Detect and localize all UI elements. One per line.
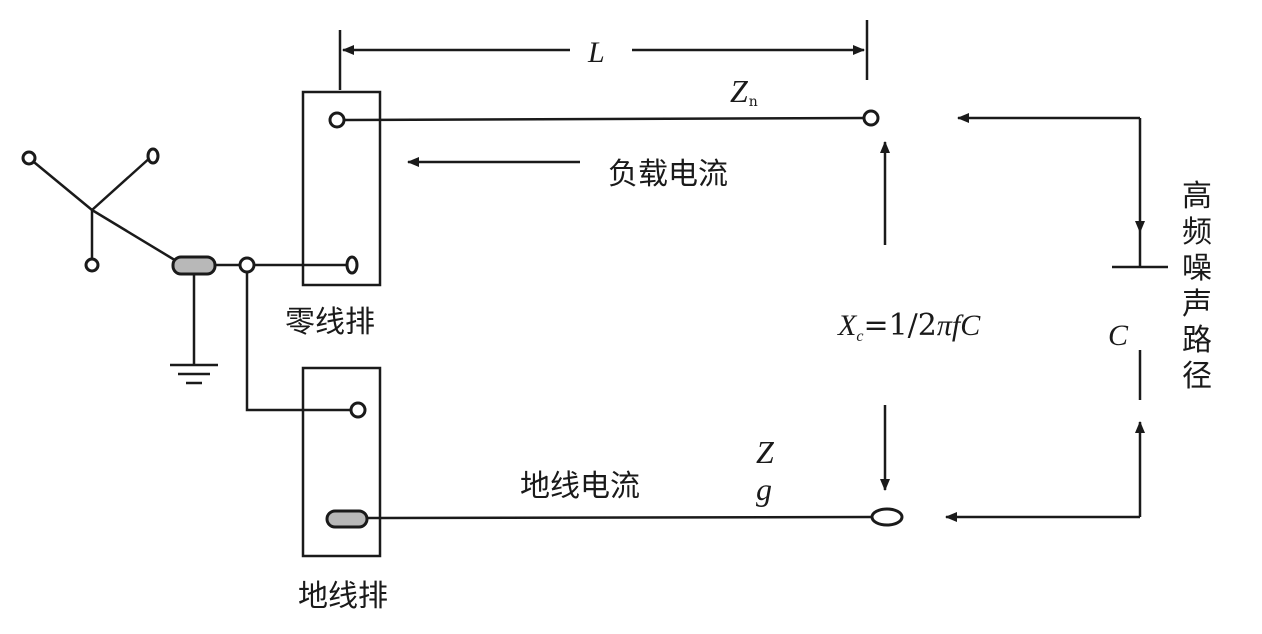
noise-path-label: 高 频 噪 声 路 径 xyxy=(1182,179,1212,394)
reactance-formula: Xc=1/2πfC xyxy=(837,308,981,345)
ground-bar-label: 地线排 xyxy=(298,579,388,614)
ground-impedance-g: g xyxy=(756,471,772,507)
transformer-leg-right xyxy=(91,155,153,211)
neutral-bar-box xyxy=(301,90,382,287)
noise-path-char-0: 高 xyxy=(1182,179,1212,214)
neutral-impedance-label: Zn xyxy=(730,73,758,110)
transformer-terminal-left xyxy=(21,150,37,166)
noise-path-char-3: 声 xyxy=(1182,287,1212,322)
transformer-neutral-lead xyxy=(91,208,179,264)
junction-node xyxy=(238,256,256,274)
neutral-wire xyxy=(343,116,867,122)
ground-bar-lug xyxy=(325,509,369,529)
noise-path-char-5: 径 xyxy=(1182,359,1212,394)
ground-far-terminal xyxy=(870,507,904,527)
length-label: L xyxy=(587,36,605,69)
ground-wire xyxy=(359,515,873,520)
transformer-leg-left xyxy=(28,157,93,211)
ground-terminal-top xyxy=(349,401,367,419)
capacitance-label: C xyxy=(1108,319,1129,352)
ground-bar-box xyxy=(301,366,382,558)
noise-path-char-1: 频 xyxy=(1182,215,1212,250)
ground-current-label: 地线电流 xyxy=(520,469,640,504)
ground-bond-wire xyxy=(245,272,352,412)
ground-impedance-z: Z xyxy=(756,434,775,470)
neutral-far-terminal xyxy=(862,109,880,127)
noise-path-char-2: 噪 xyxy=(1182,251,1212,286)
neutral-terminal-bottom xyxy=(345,255,359,275)
transformer-terminal-bottom xyxy=(84,257,100,273)
neutral-bar-label: 零线排 xyxy=(285,305,375,340)
transformer-terminal-right xyxy=(146,147,160,165)
load-current-label: 负载电流 xyxy=(608,157,728,192)
neutral-terminal-top xyxy=(328,111,346,129)
noise-path-char-4: 路 xyxy=(1182,323,1212,358)
neutral-fuse xyxy=(171,255,217,276)
